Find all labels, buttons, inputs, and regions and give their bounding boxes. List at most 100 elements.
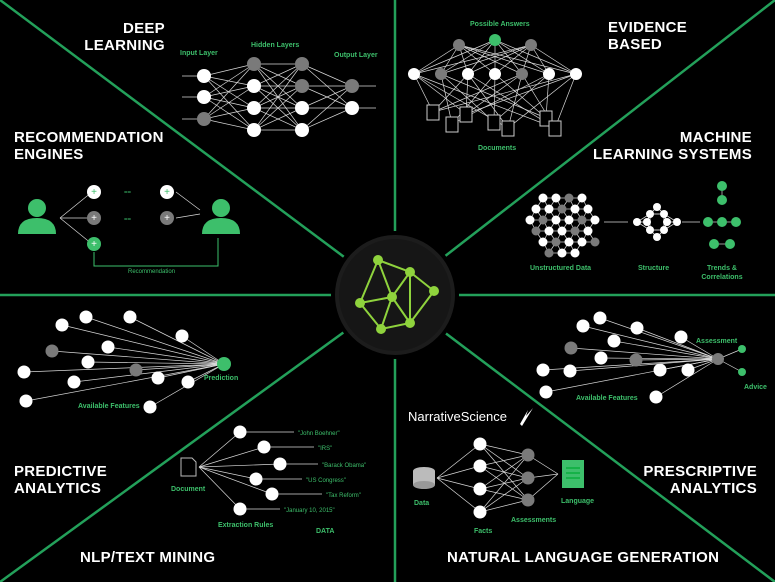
unstructured-data-label: Unstructured Data [530,265,591,272]
prediction-label: Prediction [204,375,238,382]
document-icon [180,457,197,477]
node [577,215,587,225]
node [557,226,567,236]
node [521,471,535,485]
node [643,218,651,226]
trend-node [717,195,727,205]
node [67,375,81,389]
prediction-node [217,357,231,371]
node [630,321,644,335]
assessment-label: Assessment [696,338,738,345]
node [539,385,553,399]
advice-label: Advice [744,384,767,391]
node [649,390,663,404]
node [674,330,688,344]
node [563,364,577,378]
nlp-network: "John Boehner""IRS""Barack Obama""US Con… [198,425,366,516]
node [551,193,561,203]
node [249,472,263,486]
document-label: Document [171,486,206,493]
node [525,39,537,51]
entity-label: "US Congress" [306,478,346,484]
assessments-label: Assessments [511,517,556,524]
documents-label: Documents [478,145,516,152]
trend-node [717,181,727,191]
node [681,363,695,377]
node [590,237,600,247]
node [55,318,69,332]
language-doc-icon [562,460,584,488]
node [489,34,501,46]
node [181,375,195,389]
svg-text:+: + [91,239,97,250]
prescriptive-features-label: Available Features [576,395,638,402]
evidence-based-title-1: EVIDENCE [608,19,687,36]
recommendation-title-2: ENGINES [14,146,84,163]
node [521,493,535,507]
output-layer-label: Output Layer [334,52,378,59]
advice-node [738,368,746,376]
node [295,57,309,71]
node [435,68,447,80]
node [197,69,211,83]
node [593,311,607,325]
entity-label: "IRS" [318,446,332,452]
node [265,487,279,501]
node [151,371,165,385]
node [653,203,661,211]
panel-nlg: NATURAL LANGUAGE GENERATION NarrativeSci… [408,408,719,566]
panel-evidence-based: EVIDENCE BASED Possible Answers Document… [408,19,687,152]
node [594,351,608,365]
evidence-based-title-2: BASED [608,36,662,53]
node [551,215,561,225]
node [247,123,261,137]
node [590,215,600,225]
recommendation-label: Recommendation [128,269,175,275]
trends-label-2: Correlations [701,274,742,281]
trend-node [717,217,727,227]
node [81,355,95,369]
prescriptive-network [536,311,746,404]
node [564,193,574,203]
node [345,101,359,115]
extraction-rules-label: Extraction Rules [218,522,273,529]
node [197,90,211,104]
node [531,204,541,214]
node [247,57,261,71]
structure-label: Structure [638,265,669,272]
node [536,363,550,377]
user-icon [18,199,56,234]
node [473,437,487,451]
nlg-network [436,437,559,519]
node [247,79,261,93]
document-icon [426,104,440,121]
node [570,68,582,80]
machine-learning-network [525,181,741,258]
equals-2: == [124,217,132,223]
predictive-network [17,310,231,414]
node [557,248,567,258]
node [570,204,580,214]
node [564,341,578,355]
node [19,394,33,408]
node [607,334,621,348]
node [576,319,590,333]
recommendation-title-1: RECOMMENDATION [14,129,164,146]
data-label: DATA [316,528,334,535]
node [538,193,548,203]
document-icon [548,120,562,137]
document-icon [445,116,459,133]
node [577,237,587,247]
node [247,101,261,115]
node [521,448,535,462]
nlg-title: NATURAL LANGUAGE GENERATION [447,549,719,566]
node [295,101,309,115]
nlg-data-label: Data [414,500,429,507]
node [257,440,271,454]
node [473,505,487,519]
node [653,363,667,377]
panel-nlp: NLP/TEXT MINING Document Extraction Rule… [80,425,366,566]
svg-text:+: + [91,213,97,224]
node [673,218,681,226]
